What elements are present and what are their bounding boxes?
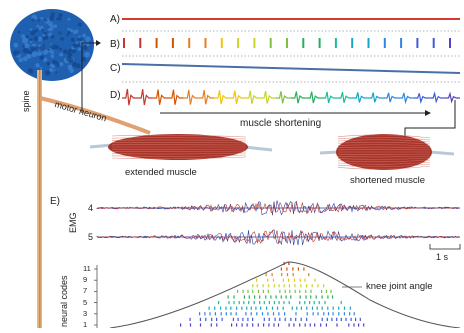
emg-trace-5 (96, 228, 461, 246)
emg-channel-4: 4 (88, 203, 94, 213)
emg-axis-label: EMG (68, 212, 78, 233)
waveform-segment (198, 89, 215, 105)
waveform-segment (337, 92, 353, 103)
arrowhead-icon (96, 40, 101, 46)
waveform-segment (306, 91, 322, 104)
scale-bar (429, 244, 461, 250)
waveform-segment (352, 92, 368, 103)
label-a: A) (110, 14, 120, 25)
waveform-segment (137, 89, 153, 106)
neural-code-tick-label: 9 (83, 275, 88, 285)
neural-code-tick-label: 7 (83, 286, 88, 296)
waveform-segment (183, 89, 199, 105)
waveform-segment (429, 91, 445, 104)
label-d: D) (110, 90, 121, 101)
muscle-shortening-label: muscle shortening (240, 118, 322, 129)
neural-code-tick-label: 3 (83, 308, 88, 318)
shortened-muscle-icon (319, 134, 455, 170)
waveform-segment (122, 88, 138, 106)
motor-neuron-axon (39, 96, 151, 135)
spine-label: spine (21, 90, 31, 112)
emg-trace-4 (96, 200, 461, 216)
label-b: B) (110, 39, 120, 50)
waveform-segment (275, 91, 291, 104)
waveform-segment (214, 90, 230, 105)
scale-bar-label: 1 s (436, 252, 449, 262)
knee-angle-curve (109, 261, 461, 329)
waveform-segment (321, 91, 338, 104)
waveform-segment (413, 93, 430, 105)
neural-code-tick-label: 1 (83, 320, 88, 329)
waveform-segment (291, 91, 307, 104)
label-c: C) (110, 63, 121, 74)
label-e: E) (50, 196, 60, 207)
waveform-segment (152, 89, 169, 105)
waveform-segment (229, 90, 245, 105)
waveform-segment (168, 89, 184, 105)
neural-code-raster (180, 261, 365, 327)
trace-b-spikes (123, 38, 451, 48)
waveform-segment (367, 92, 384, 103)
waveform-segment (260, 90, 276, 104)
neural-code-tick-label: 11 (83, 264, 91, 273)
waveform-segment (244, 90, 261, 104)
connector-line (81, 42, 96, 113)
waveform-segment (398, 92, 414, 105)
brain-icon (10, 9, 94, 81)
neural-codes-label: neural codes (59, 275, 69, 327)
emg-channel-5: 5 (88, 232, 94, 242)
extended-muscle-icon (89, 134, 273, 160)
knee-joint-angle-label: knee joint angle (366, 281, 433, 292)
trace-c-line (121, 63, 461, 74)
neural-code-tick-label: 5 (83, 297, 88, 307)
shortened-muscle-label: shortened muscle (350, 175, 425, 186)
connector-line-right (404, 100, 456, 138)
waveform-segment (444, 91, 460, 104)
extended-muscle-label: extended muscle (125, 167, 197, 178)
waveform-segment (383, 92, 399, 103)
trace-d-waveform (122, 88, 460, 106)
